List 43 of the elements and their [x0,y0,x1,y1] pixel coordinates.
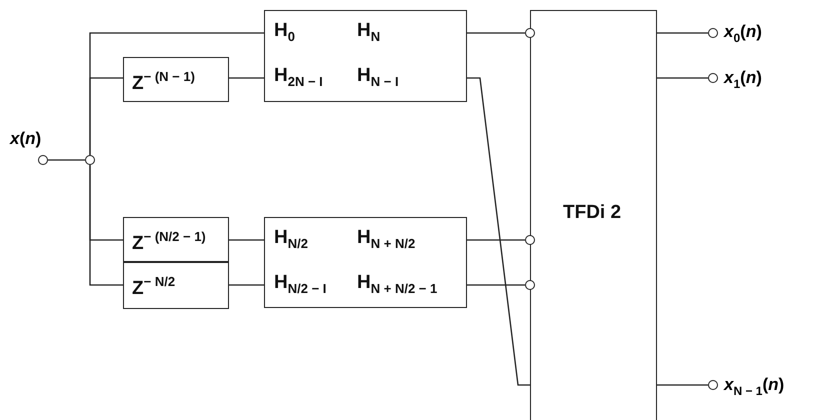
signal-line [89,77,123,155]
filter-label: H$_{0}$ [274,21,295,43]
signal-line [229,284,264,286]
signal-line [467,284,525,286]
filter-label: H$_{2N − I}$ [274,66,323,88]
transform-box [530,10,657,420]
filter-label: H$_{N + N/2}$ [357,228,416,250]
input-port [525,235,535,245]
signal-line [89,165,123,286]
signal-label: x$_{1}$(n) [724,69,762,90]
signal-line [467,239,525,241]
input-terminal [38,155,48,165]
input-port [525,280,535,290]
signal-line [48,159,85,161]
delay-box [123,262,229,309]
output-terminal [708,28,718,38]
delay-box [123,57,229,102]
block-label: TFDi 2 [563,203,622,222]
signal-label: x$_{0}$(n) [724,23,762,44]
output-terminal [708,73,718,83]
output-terminal [708,380,718,390]
signal-line [467,32,525,34]
filter-label: H$_{N + N/2 − 1}$ [357,273,438,295]
input-port [525,28,535,38]
delay-label: Z$^{− N/2}$ [132,275,176,298]
signal-label: x$_{N − 1}$(n) [724,376,784,397]
filter-label: H$_{N/2 − I}$ [274,273,326,295]
filter-box [264,10,467,102]
signal-line [657,32,708,34]
signal-line [657,77,708,79]
signal-line [657,384,708,386]
filter-box [264,217,467,308]
signal-line [467,77,530,386]
filter-label: H$_{N}$ [357,21,380,43]
delay-label: Z$^{− (N − 1)}$ [132,70,195,93]
signal-label: x(n) [10,130,42,147]
filter-label: H$_{N − I}$ [357,66,399,88]
signal-line [229,77,264,79]
filter-label: H$_{N/2}$ [274,228,308,250]
signal-line [229,239,264,241]
delay-box [123,217,229,262]
junction-node [85,155,95,165]
delay-label: Z$^{− (N/2 − 1)}$ [132,230,206,253]
